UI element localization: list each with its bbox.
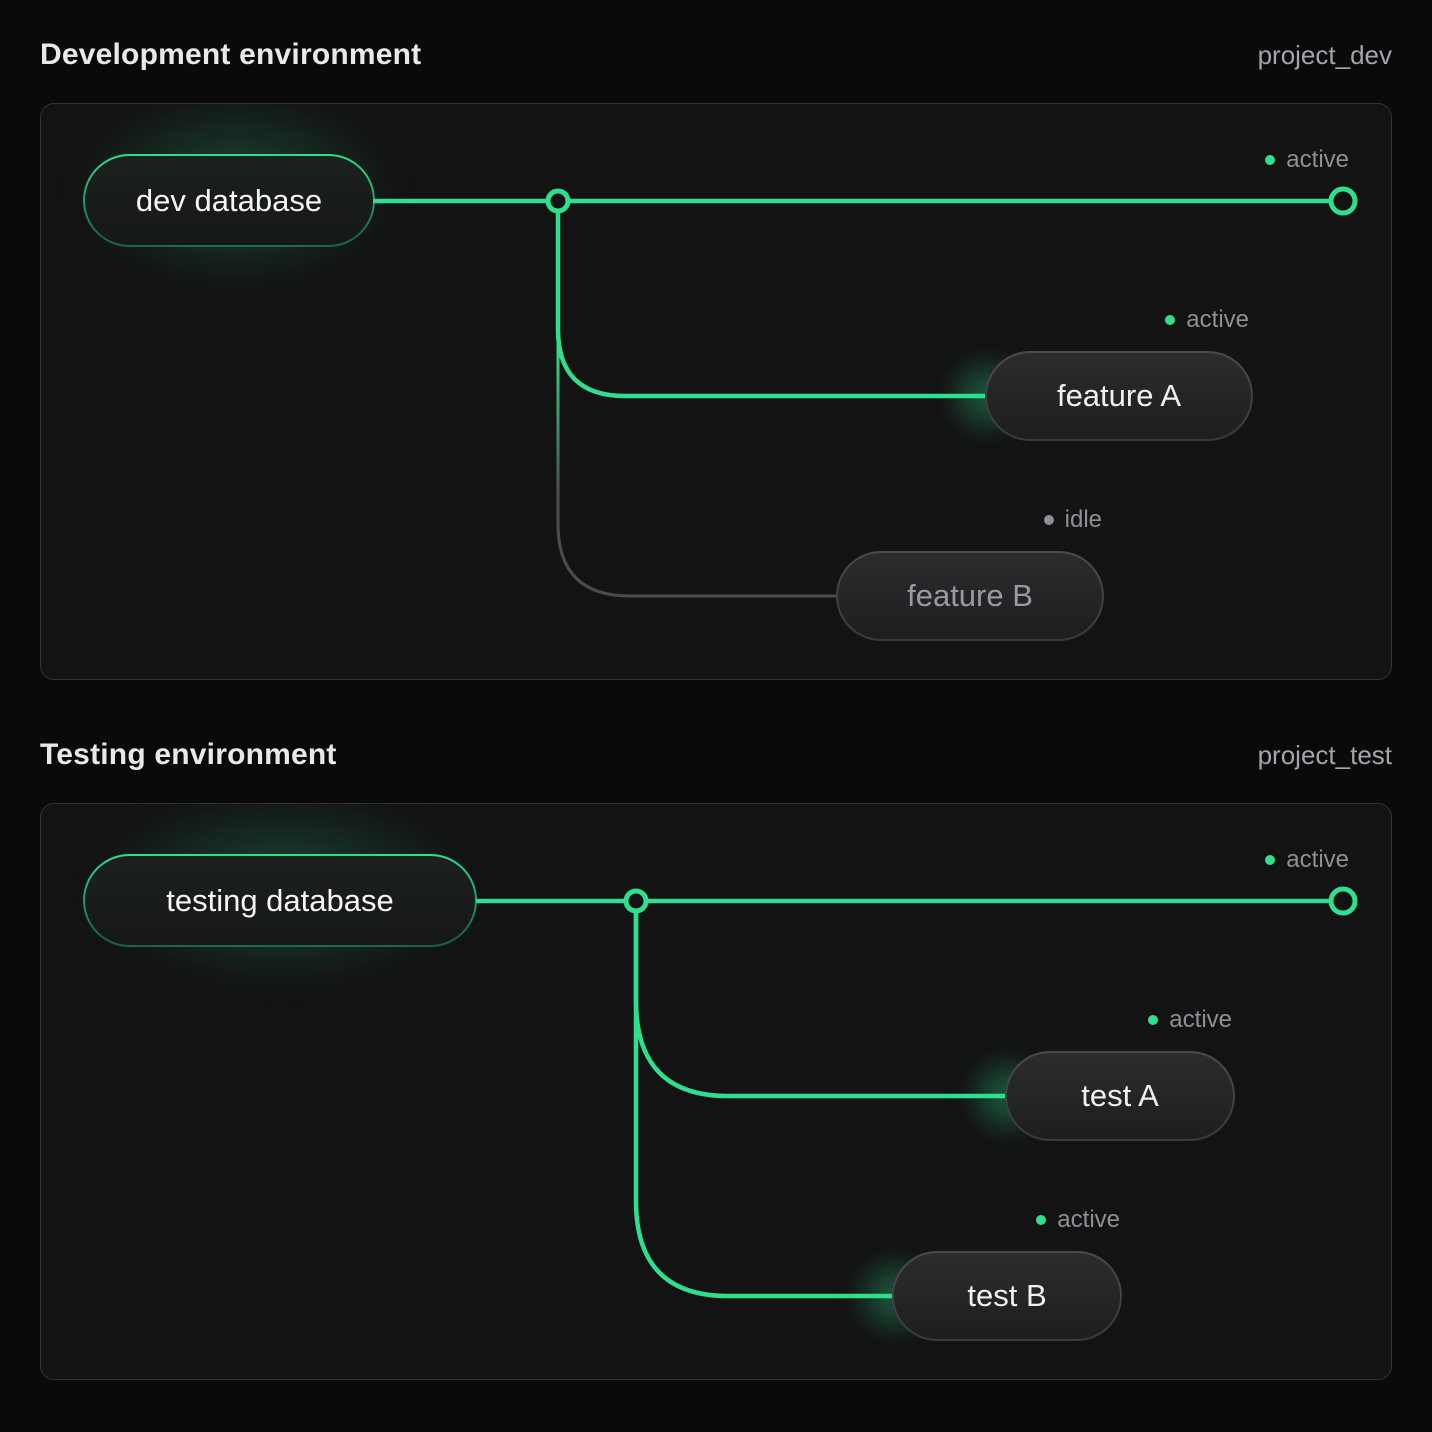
status-dot-icon <box>1044 515 1054 525</box>
status-label: active <box>1186 306 1249 334</box>
node-testing-database[interactable]: testing database <box>83 854 477 947</box>
env-header: Testing environment project_test <box>40 738 1392 772</box>
wire-branch-active <box>558 201 985 396</box>
node-label: feature A <box>1057 378 1181 414</box>
node-label: feature B <box>907 578 1033 614</box>
status-label: idle <box>1065 506 1102 534</box>
node-feature-a[interactable]: feature A <box>985 351 1253 441</box>
section-title: Testing environment <box>40 738 337 772</box>
trunk-status-badge: active <box>1265 145 1349 175</box>
project-label: project_test <box>1258 740 1392 771</box>
status-label: active <box>1169 1006 1232 1034</box>
wire-branch-idle <box>558 201 836 596</box>
status-dot-icon <box>1165 315 1175 325</box>
section-title: Development environment <box>40 38 421 72</box>
node-feature-b[interactable]: feature B <box>836 551 1104 641</box>
env-header: Development environment project_dev <box>40 0 1392 72</box>
endpoint-ring <box>1331 889 1355 913</box>
status-dot-icon <box>1265 855 1275 865</box>
status-label: active <box>1057 1206 1120 1234</box>
node-test-a[interactable]: test A <box>1005 1051 1235 1141</box>
endpoint-ring <box>1331 189 1355 213</box>
branch-status-badge: active <box>1036 1205 1120 1235</box>
branch-status-badge: active <box>1165 305 1249 335</box>
wire-branch-a <box>636 901 1005 1096</box>
node-dev-database[interactable]: dev database <box>83 154 375 247</box>
status-dot-icon <box>1036 1215 1046 1225</box>
branch-status-badge: active <box>1148 1005 1232 1035</box>
environment-panel: testing database test A test B active ac… <box>40 803 1392 1380</box>
node-label: test B <box>967 1278 1046 1314</box>
project-label: project_dev <box>1258 40 1392 71</box>
status-dot-icon <box>1148 1015 1158 1025</box>
node-label: testing database <box>166 883 394 919</box>
environment-section-test: Testing environment project_test testing… <box>40 738 1392 1380</box>
status-dot-icon <box>1265 155 1275 165</box>
environment-section-dev: Development environment project_dev dev … <box>40 0 1392 680</box>
node-label: dev database <box>136 183 322 219</box>
branch-status-badge: idle <box>1044 505 1102 535</box>
node-test-b[interactable]: test B <box>892 1251 1122 1341</box>
status-label: active <box>1286 146 1349 174</box>
trunk-status-badge: active <box>1265 845 1349 875</box>
node-label: test A <box>1081 1078 1159 1114</box>
wire-branch-b <box>636 901 892 1296</box>
status-label: active <box>1286 846 1349 874</box>
environment-panel: dev database feature A feature B active … <box>40 103 1392 680</box>
junction-ring <box>626 891 646 911</box>
junction-ring <box>548 191 568 211</box>
